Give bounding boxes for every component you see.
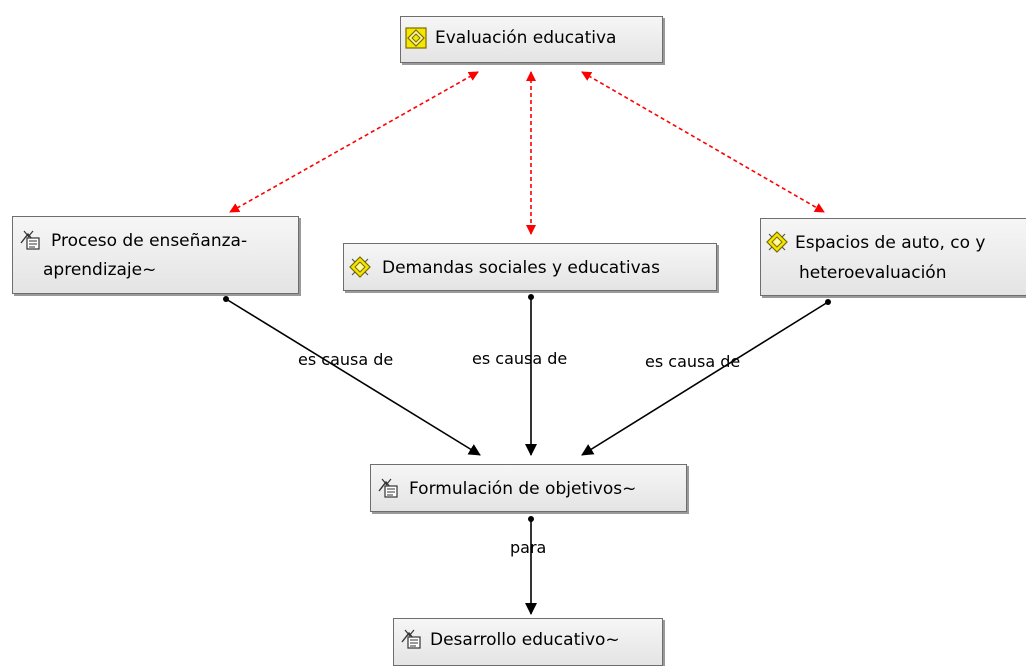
relation-link-espacios-formulacion[interactable] xyxy=(581,301,829,456)
code-family-icon xyxy=(349,256,371,278)
code-family-icon xyxy=(405,27,427,49)
node-label: Demandas sociales y educativas xyxy=(382,258,660,278)
relation-origin-dot xyxy=(528,516,534,522)
relation-origin-dot xyxy=(223,296,229,302)
node-desarrollo-educativo[interactable]: Desarrollo educativo~ xyxy=(393,618,663,666)
node-label-line-2: aprendizaje~ xyxy=(43,260,157,280)
relation-label-es-causa-de: es causa de xyxy=(298,350,394,369)
relation-origin-dot xyxy=(825,299,831,305)
node-label-line-1: Espacios de auto, co y xyxy=(795,233,986,253)
code-memo-icon xyxy=(20,230,40,250)
node-label: Formulación de objetivos~ xyxy=(409,479,637,499)
node-espacios-evaluacion[interactable]: Espacios de auto, co y heteroevaluación xyxy=(760,218,1026,296)
relation-label-es-causa-de: es causa de xyxy=(472,349,568,368)
code-family-icon xyxy=(766,231,788,253)
node-demandas-sociales-educativas[interactable]: Demandas sociales y educativas xyxy=(343,243,717,291)
association-link-evaluacion-proceso[interactable] xyxy=(229,71,479,213)
node-label: Evaluación educativa xyxy=(435,28,617,48)
node-evaluacion-educativa[interactable]: Evaluación educativa xyxy=(400,16,663,63)
node-label-line-1: Proceso de enseñanza- xyxy=(51,231,248,251)
relation-link-proceso-formulacion[interactable] xyxy=(225,298,481,456)
relation-label-para: para xyxy=(510,538,547,557)
relation-label-es-causa-de: es causa de xyxy=(645,352,741,371)
code-memo-icon xyxy=(378,478,398,498)
node-label: Desarrollo educativo~ xyxy=(430,630,620,650)
relation-origin-dot xyxy=(528,294,534,300)
node-formulacion-objetivos[interactable]: Formulación de objetivos~ xyxy=(370,464,687,512)
association-link-evaluacion-espacios[interactable] xyxy=(581,71,825,213)
code-memo-icon xyxy=(401,629,421,649)
node-proceso-ensenanza-aprendizaje[interactable]: Proceso de enseñanza- aprendizaje~ xyxy=(12,216,299,294)
node-label-line-2: heteroevaluación xyxy=(799,263,947,283)
